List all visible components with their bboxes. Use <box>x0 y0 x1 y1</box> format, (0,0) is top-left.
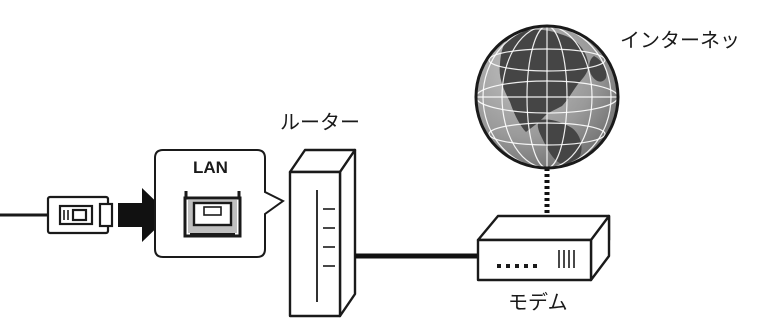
arrow-right-icon <box>118 188 170 242</box>
lan-label: LAN <box>193 158 228 177</box>
router-icon <box>288 148 357 318</box>
ethernet-plug-icon <box>46 195 114 235</box>
router-label: ルーター <box>280 110 360 134</box>
internet-label: インターネッ <box>620 28 740 52</box>
modem-label: モデム <box>508 290 568 314</box>
lan-port-icon <box>183 191 242 238</box>
globe-icon <box>474 24 620 170</box>
modem-icon <box>476 214 611 282</box>
